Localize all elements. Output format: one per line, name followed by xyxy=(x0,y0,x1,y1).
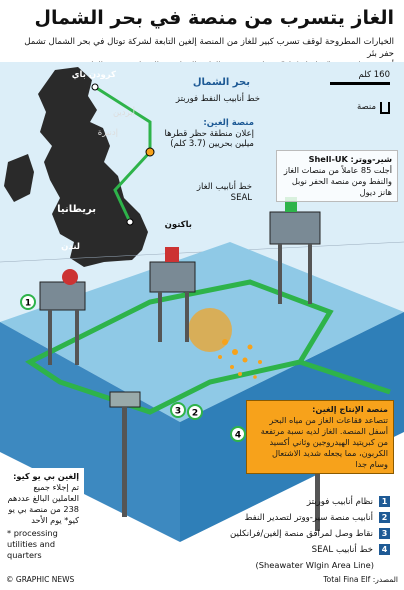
svg-text:2: 2 xyxy=(192,409,198,419)
legend-number: 1 xyxy=(379,496,390,507)
legend-label: نظام أنابيب فوربتز xyxy=(306,496,373,507)
seal-pipeline-route xyxy=(113,150,152,223)
shearwater-title: شير-ووتر: xyxy=(350,154,392,164)
bacton-label: باكتون xyxy=(164,220,192,230)
hans-deul-rig xyxy=(109,391,141,517)
arrow-number-2: 2 xyxy=(187,404,203,420)
st-fergus-marker xyxy=(91,83,99,91)
london-label: لندن xyxy=(61,242,80,252)
st-fergus-label: كرودن باي xyxy=(71,70,116,80)
arrow-number-4: 4 xyxy=(230,426,246,442)
elgin-puq-platform xyxy=(39,269,86,365)
legend-number: 3 xyxy=(379,528,390,539)
platform-legend: منصة xyxy=(330,102,390,114)
shell-brand: Shell-UK xyxy=(308,154,348,164)
legend-item-1: 1 نظام أنابيب فوربتز xyxy=(307,496,390,507)
elgin-map-text: إعلان منطقة حظر قطرها ميلين بحريين (3.7 … xyxy=(164,128,254,150)
shearwater-text: أجلت 85 عاملاً من منصات الغاز والنفط ومن… xyxy=(283,165,392,197)
elgin-puq-text: تم إجلاء جميع العاملين البالغ عددهم 238 … xyxy=(7,482,79,525)
pipeline-to-right xyxy=(299,359,391,395)
britain-label: بريطانيا xyxy=(57,204,96,215)
elgin-puq-note: * processing utilities and quarters xyxy=(7,528,58,560)
arrow-number-3: 3 xyxy=(170,402,186,418)
svg-text:3: 3 xyxy=(175,407,181,417)
seal-pipeline-label: خط أنابيب الغاز SEAL xyxy=(196,182,252,203)
ireland-landmass xyxy=(4,154,34,202)
legend-label: نقاط وصل لمرافق منصة إلغين/فرانكلين xyxy=(230,528,373,539)
legend-item-2: 2 أنابيب منصة سير-ووتر لتصدير النفط xyxy=(244,512,390,523)
svg-text:1: 1 xyxy=(25,299,31,309)
elgin-production-platform xyxy=(149,247,196,342)
legend-label: أنابيب منصة سير-ووتر لتصدير النفط xyxy=(244,512,374,523)
bacton-marker xyxy=(126,218,134,226)
production-title: منصة الإنتاج إلغين: xyxy=(312,404,388,414)
sea-label: بحر الشمال xyxy=(192,77,250,88)
legend-number: 4 xyxy=(379,544,390,555)
elgin-map-callout: منصة إلغين: إعلان منطقة حظر قطرها ميلين … xyxy=(160,118,254,150)
page-title: الغاز يتسرب من منصة في بحر الشمال xyxy=(34,7,394,29)
production-callout: منصة الإنتاج إلغين: تتصاعد فقاعات الغاز … xyxy=(246,400,394,474)
elgin-puq-title: إلغين بي يو كيو: xyxy=(13,471,79,481)
fulmar-pipeline-label: خط أنابيب النفط فوربتز xyxy=(175,94,260,104)
shearwater-callout: شير-ووتر: Shell-UK أجلت 85 عاملاً من منص… xyxy=(276,150,398,202)
credit: © GRAPHIC NEWS xyxy=(6,575,75,584)
svg-text:4: 4 xyxy=(235,431,241,441)
fulmar-pipeline-route xyxy=(94,85,152,152)
source: المصدر: Total Fina Elf xyxy=(323,575,398,584)
gas-bubbles xyxy=(188,308,262,379)
platform-icon xyxy=(380,102,390,114)
scale-label: 160 كلم xyxy=(358,70,390,80)
arrow-number-1: 1 xyxy=(20,294,36,310)
legend-label: خط أنابيب SEAL xyxy=(311,544,373,555)
platform-legend-label: منصة xyxy=(356,102,376,112)
legend-extra: (Sheawater Wlgin Area Line) xyxy=(255,560,374,570)
subtitle-line-1: الخيارات المطروحة لوقف تسرب كبير للغاز م… xyxy=(24,37,394,59)
production-text: تتصاعد فقاعات الغاز من مياه البحر أسفل ا… xyxy=(260,415,388,469)
elgin-map-title: منصة إلغين: xyxy=(203,118,254,128)
britain-landmass xyxy=(38,67,148,267)
elgin-puq-callout: إلغين بي يو كيو: تم إجلاء جميع العاملين … xyxy=(2,468,84,564)
elgin-location-marker xyxy=(145,147,155,157)
aberdeen-label: أبردين xyxy=(112,108,135,118)
scale-bar xyxy=(330,82,390,85)
sea-front-face xyxy=(0,322,180,542)
legend-item-4: 4 خط أنابيب SEAL xyxy=(312,544,390,555)
legend-item-3: 3 نقاط وصل لمرافق منصة إلغين/فرانكلين xyxy=(230,528,390,539)
legend-number: 2 xyxy=(379,512,390,523)
edinburgh-label: إدنبرة xyxy=(97,128,118,138)
